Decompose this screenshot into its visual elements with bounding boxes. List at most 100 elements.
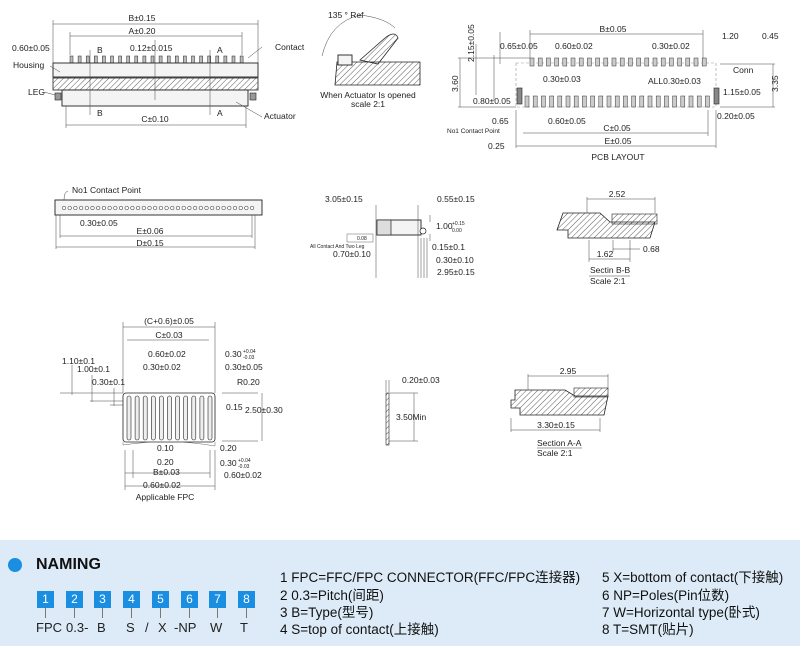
naming-tick xyxy=(102,608,103,618)
fpc-finger xyxy=(126,395,132,441)
bottom-dim-e: E±0.06 xyxy=(137,226,164,236)
fpc-title: Applicable FPC xyxy=(136,492,195,502)
dim-contact-width: 0.12±0.015 xyxy=(130,43,173,53)
pcb-dim-2-15: 2.15±0.05 xyxy=(466,24,476,62)
bb-scale: Scale 2:1 xyxy=(590,276,626,286)
bottom-contact xyxy=(175,205,181,211)
bottom-contact xyxy=(221,205,226,211)
naming-desc-4: 4 S=top of contact(上接触) xyxy=(280,622,439,637)
pcb-pad xyxy=(532,95,538,108)
pcb-dim-3-60: 3.60 xyxy=(450,75,460,92)
side-dim-3-05: 3.05±0.15 xyxy=(325,194,363,204)
pcb-pad xyxy=(606,95,612,108)
contact-pin xyxy=(158,55,163,64)
fpc-dim-0-15: 0.15 xyxy=(226,402,243,412)
side-tol-down: 0.00 xyxy=(452,228,462,234)
side-dim-1-00: 1.00 xyxy=(436,221,453,231)
naming-number-5: 5 xyxy=(152,591,169,608)
dim-pitch: 0.60±0.05 xyxy=(12,43,50,53)
side-dim-0-70: 0.70±0.10 xyxy=(333,249,371,259)
bottom-contacts xyxy=(61,205,255,211)
pcb-layout: B±0.05 1.20 0.45 2.15±0.05 0.65±0.05 0.6… xyxy=(447,24,780,162)
bottom-contact xyxy=(153,205,158,211)
bottom-contact xyxy=(158,205,163,211)
bottom-contact xyxy=(232,205,238,211)
bottom-contact xyxy=(170,205,175,211)
bb-dim-1-62: 1.62 xyxy=(597,249,614,259)
fpc-finger xyxy=(191,395,197,441)
side-actuator xyxy=(376,219,392,236)
pcb-dim-0-60b: 0.60±0.05 xyxy=(548,116,586,126)
bottom-contact xyxy=(244,205,249,211)
pcb-pad xyxy=(595,57,600,67)
pcb-pad xyxy=(611,57,617,67)
naming-tick xyxy=(189,608,190,618)
bottom-contact xyxy=(101,205,106,211)
side-dim-0-15: 0.15±0.1 xyxy=(432,242,465,252)
pcb-pad xyxy=(524,95,530,108)
pcb-dim-e: E±0.05 xyxy=(605,136,632,146)
pcb-pad xyxy=(693,57,699,67)
naming-number-2: 2 xyxy=(66,591,83,608)
naming-desc-8: 8 T=SMT(贴片) xyxy=(602,622,694,637)
pcb-pad xyxy=(570,57,576,67)
pcb-no1-contact: No1 Contact Point xyxy=(447,128,500,135)
label-actuator: Actuator xyxy=(264,111,296,121)
section-aa-actuator xyxy=(573,387,609,398)
pcb-dim-0-25: 0.25 xyxy=(488,141,505,151)
bottom-contact xyxy=(181,205,186,211)
contact-pin xyxy=(69,55,74,64)
label-housing: Housing xyxy=(13,60,44,70)
naming-desc-5: 5 X=bottom of contact(下接触) xyxy=(602,570,784,585)
pcb-pad xyxy=(636,57,641,67)
naming-tick xyxy=(45,608,46,618)
side-flatness: 0.08 xyxy=(357,236,367,242)
fpc-dim-0-30b: 0.30±0.05 xyxy=(225,362,263,372)
bottom-dim-d: D±0.15 xyxy=(136,238,164,248)
pcb-pad xyxy=(549,95,554,108)
naming-code: FPC xyxy=(36,620,62,635)
open-view-scale: scale 2:1 xyxy=(351,99,385,109)
actuator-open-view: 135 ° Ref When Actuator Is opened scale … xyxy=(320,10,421,109)
contact-pin xyxy=(183,55,187,64)
naming-desc-3: 3 B=Type(型号) xyxy=(280,605,374,620)
contact-pin xyxy=(85,55,90,64)
contact-pin xyxy=(215,55,220,64)
aa-title: Section A-A xyxy=(537,438,582,448)
label-leg: LEG xyxy=(28,87,45,97)
housing-body xyxy=(52,62,259,78)
contact-pin xyxy=(77,55,82,64)
bottom-contact xyxy=(67,205,72,211)
pcb-dim-c: C±0.05 xyxy=(603,123,631,133)
pcb-pad xyxy=(614,95,620,108)
pcb-dim-all-0-30: ALL0.30±0.03 xyxy=(648,76,701,86)
pcb-pad xyxy=(685,57,691,67)
bottom-contact xyxy=(210,205,215,211)
fpc-tol-down-2: -0.03 xyxy=(238,464,250,470)
fpc-finger xyxy=(159,395,164,441)
aa-dim-2-95: 2.95 xyxy=(560,366,577,376)
pcb-pad xyxy=(590,95,595,108)
pcb-pad xyxy=(639,95,645,108)
naming-number-7: 7 xyxy=(209,591,226,608)
naming-tick xyxy=(217,608,218,618)
bottom-view: No1 Contact Point 0.30±0.05 E±0.06 D±0.1… xyxy=(54,185,263,249)
label-contact: Contact xyxy=(275,42,305,52)
contact-pin xyxy=(126,55,130,64)
side-note: All Contact And Two Leg xyxy=(310,244,365,250)
fpc-dim-0-20: 0.20 xyxy=(220,443,237,453)
naming-tick xyxy=(131,608,132,618)
bottom-contact xyxy=(141,205,146,211)
fpc-dim-2-50: 2.50±0.30 xyxy=(245,405,283,415)
naming-desc-6: 6 NP=Poles(Pin位数) xyxy=(602,588,730,603)
bottom-contact xyxy=(187,205,192,211)
bottom-pads xyxy=(524,95,710,108)
contact-pin xyxy=(199,55,203,64)
pcb-pad xyxy=(652,57,658,67)
housing-front xyxy=(337,54,353,66)
fpc-finger xyxy=(183,395,188,441)
pcb-pad xyxy=(669,57,674,67)
section-mark-b-bottom: B xyxy=(97,108,103,118)
angle-label: 135 ° Ref xyxy=(328,10,364,20)
plate-dim-length: 3.50Min xyxy=(396,412,427,422)
